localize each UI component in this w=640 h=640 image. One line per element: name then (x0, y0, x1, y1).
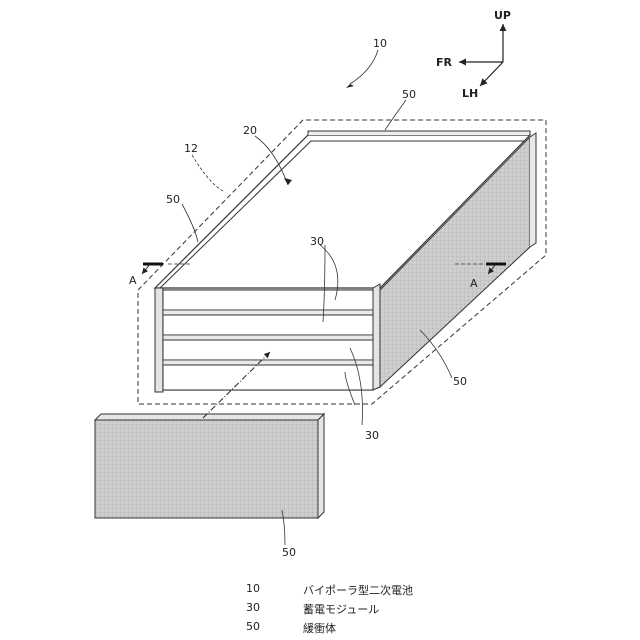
axis-label-up: UP (494, 9, 511, 22)
buffer-side-edge (530, 133, 536, 247)
label-12: 12 (184, 142, 198, 155)
label-50-top: 50 (402, 88, 416, 101)
module-1 (163, 290, 373, 310)
leader-10-arrow (346, 84, 354, 88)
label-a-right: A (470, 277, 478, 290)
top-rim-back (308, 131, 530, 135)
label-20: 20 (243, 124, 257, 137)
label-a-left: A (129, 274, 137, 287)
left-buffer-slab (155, 288, 163, 392)
module-3 (163, 340, 373, 360)
label-50-right: 50 (453, 375, 467, 388)
axis-label-lh: LH (462, 87, 478, 100)
module-gap-3 (163, 360, 373, 365)
module-2 (163, 315, 373, 335)
buffer-plate-side (318, 414, 324, 518)
label-10: 10 (373, 37, 387, 50)
module-gap-1 (163, 310, 373, 315)
axis-label-front: FR (436, 56, 453, 69)
right-buffer-slab (373, 284, 380, 390)
label-50-left: 50 (166, 193, 180, 206)
module-4 (163, 365, 373, 390)
label-30-lower: 30 (365, 429, 379, 442)
label-50-plate: 50 (282, 546, 296, 559)
label-30-upper: 30 (310, 235, 324, 248)
buffer-plate-top (95, 414, 324, 420)
buffer-plate-face (95, 420, 318, 518)
direction-axes (459, 24, 503, 86)
module-gap-2 (163, 335, 373, 340)
